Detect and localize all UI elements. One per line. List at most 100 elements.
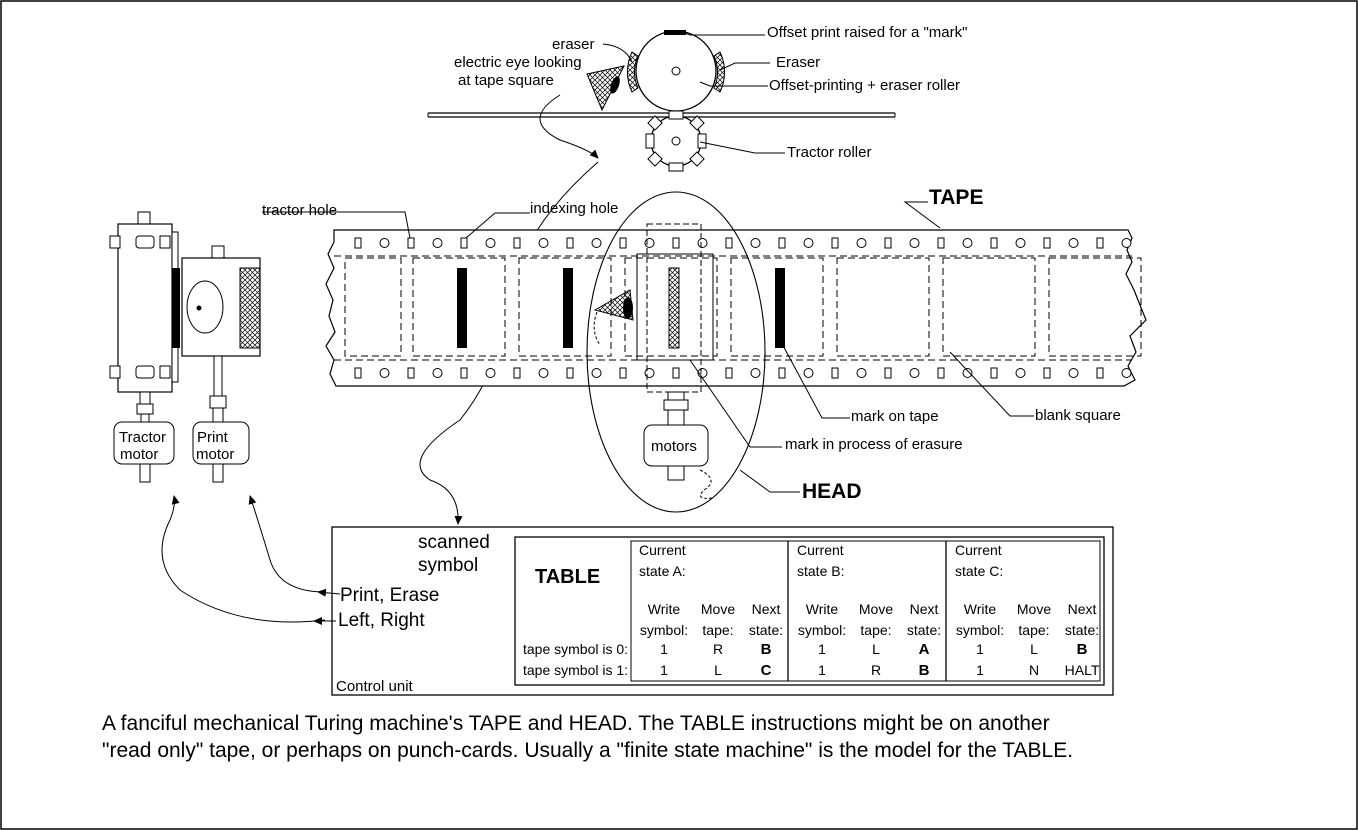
tape-leader-lines (262, 201, 1034, 493)
table-cell: B (761, 641, 772, 658)
tractor-hole (831, 237, 839, 249)
tractor-hole (778, 237, 786, 249)
table-cell: 1 (976, 662, 984, 678)
indexing-hole (1068, 238, 1079, 248)
tractor-hole (566, 237, 574, 249)
column-header-line1: Write (806, 601, 839, 617)
tractor-hole (460, 367, 468, 379)
label-mark-erasure: mark in process of erasure (785, 436, 963, 453)
tractor-roller-gear (645, 110, 707, 172)
indexing-hole (379, 238, 390, 248)
tractor-hole (725, 367, 733, 379)
print-erase-wire (248, 495, 326, 593)
tractor-hole (937, 237, 945, 249)
label-eraser-top: eraser (552, 36, 595, 53)
tractor-hole (884, 367, 892, 379)
tractor-hole (1096, 367, 1104, 379)
label-tractor-motor-1: Tractor (119, 429, 166, 446)
tractor-hole (990, 367, 998, 379)
indexing-hole (803, 368, 814, 378)
label-print-erase: Print, Erase (340, 585, 439, 606)
table-cell: N (1029, 662, 1039, 678)
indexing-hole (485, 238, 496, 248)
label-tractor-roller: Tractor roller (787, 144, 871, 161)
label-head: HEAD (802, 480, 862, 503)
table-cell: A (919, 641, 930, 658)
state-header-line1: Current (797, 542, 844, 558)
tractor-hole (354, 237, 362, 249)
indexing-hole (909, 368, 920, 378)
caption-line-2: "read only" tape, or perhaps on punch-ca… (102, 739, 1074, 762)
tractor-hole (778, 367, 786, 379)
table-cell: R (871, 662, 881, 678)
tractor-hole (407, 237, 415, 249)
label-scanned-1: scanned (418, 532, 490, 553)
indexing-hole (379, 368, 390, 378)
eye-wire-top (539, 94, 599, 159)
tape-square (942, 257, 1036, 357)
table-cell: L (872, 641, 880, 657)
indexing-hole (803, 238, 814, 248)
tape-mark-erasing (668, 267, 680, 349)
tractor-hole (566, 367, 574, 379)
column-header-line1: Next (910, 601, 939, 617)
indexing-hole (591, 238, 602, 248)
tractor-hole (460, 237, 468, 249)
tractor-hole (672, 367, 680, 379)
label-electric-eye-2: at tape square (458, 72, 554, 89)
tractor-hole (672, 237, 680, 249)
tractor-hole (884, 237, 892, 249)
label-print-motor-2: motor (196, 446, 234, 463)
indexing-hole (750, 368, 761, 378)
tractor-hole (725, 237, 733, 249)
tape-square (730, 257, 824, 357)
label-offset-print: Offset print raised for a "mark" (767, 24, 967, 41)
indexing-hole (644, 368, 655, 378)
tractor-hole (354, 367, 362, 379)
table-cell: 1 (660, 662, 668, 678)
table-cell: B (1077, 641, 1088, 658)
table-cell: L (1030, 641, 1038, 657)
column-header-line1: Next (1068, 601, 1097, 617)
offset-print-raised (664, 30, 686, 35)
indexing-hole (538, 238, 549, 248)
column-header-line2: tape: (702, 622, 733, 638)
indexing-hole (1121, 368, 1132, 378)
indexing-hole (856, 238, 867, 248)
head (586, 191, 766, 513)
label-mark-on-tape: mark on tape (851, 408, 939, 425)
tractor-hole (990, 237, 998, 249)
state-header-line2: state B: (797, 563, 844, 579)
tape-mark-3 (775, 268, 785, 348)
left-mechanism (109, 211, 261, 483)
state-header-line1: Current (639, 542, 686, 558)
column-header-line1: Write (648, 601, 681, 617)
column-header-line2: tape: (860, 622, 891, 638)
tape-square (836, 257, 930, 357)
label-scanned-2: symbol (418, 555, 478, 576)
column-header-line2: state: (749, 622, 783, 638)
label-control-unit: Control unit (336, 678, 414, 695)
indexing-hole (1121, 238, 1132, 248)
eraser-left (626, 51, 639, 93)
column-header-line2: symbol: (640, 622, 688, 638)
tape-square (1048, 257, 1142, 357)
column-header-line1: Move (701, 601, 735, 617)
tape-mark-1 (457, 268, 467, 348)
state-header-line1: Current (955, 542, 1002, 558)
table-cell: 1 (976, 641, 984, 657)
row-label: tape symbol is 0: (523, 641, 628, 657)
tractor-hole (407, 367, 415, 379)
tape-square (344, 257, 402, 357)
indexing-hole (432, 368, 443, 378)
tractor-hole (513, 237, 521, 249)
table-cell: 1 (818, 662, 826, 678)
column-header-line2: tape: (1018, 622, 1049, 638)
label-indexing-hole: indexing hole (530, 200, 618, 217)
label-eraser-right: Eraser (776, 54, 820, 71)
tractor-hole (513, 367, 521, 379)
table-cell: C (761, 662, 772, 679)
